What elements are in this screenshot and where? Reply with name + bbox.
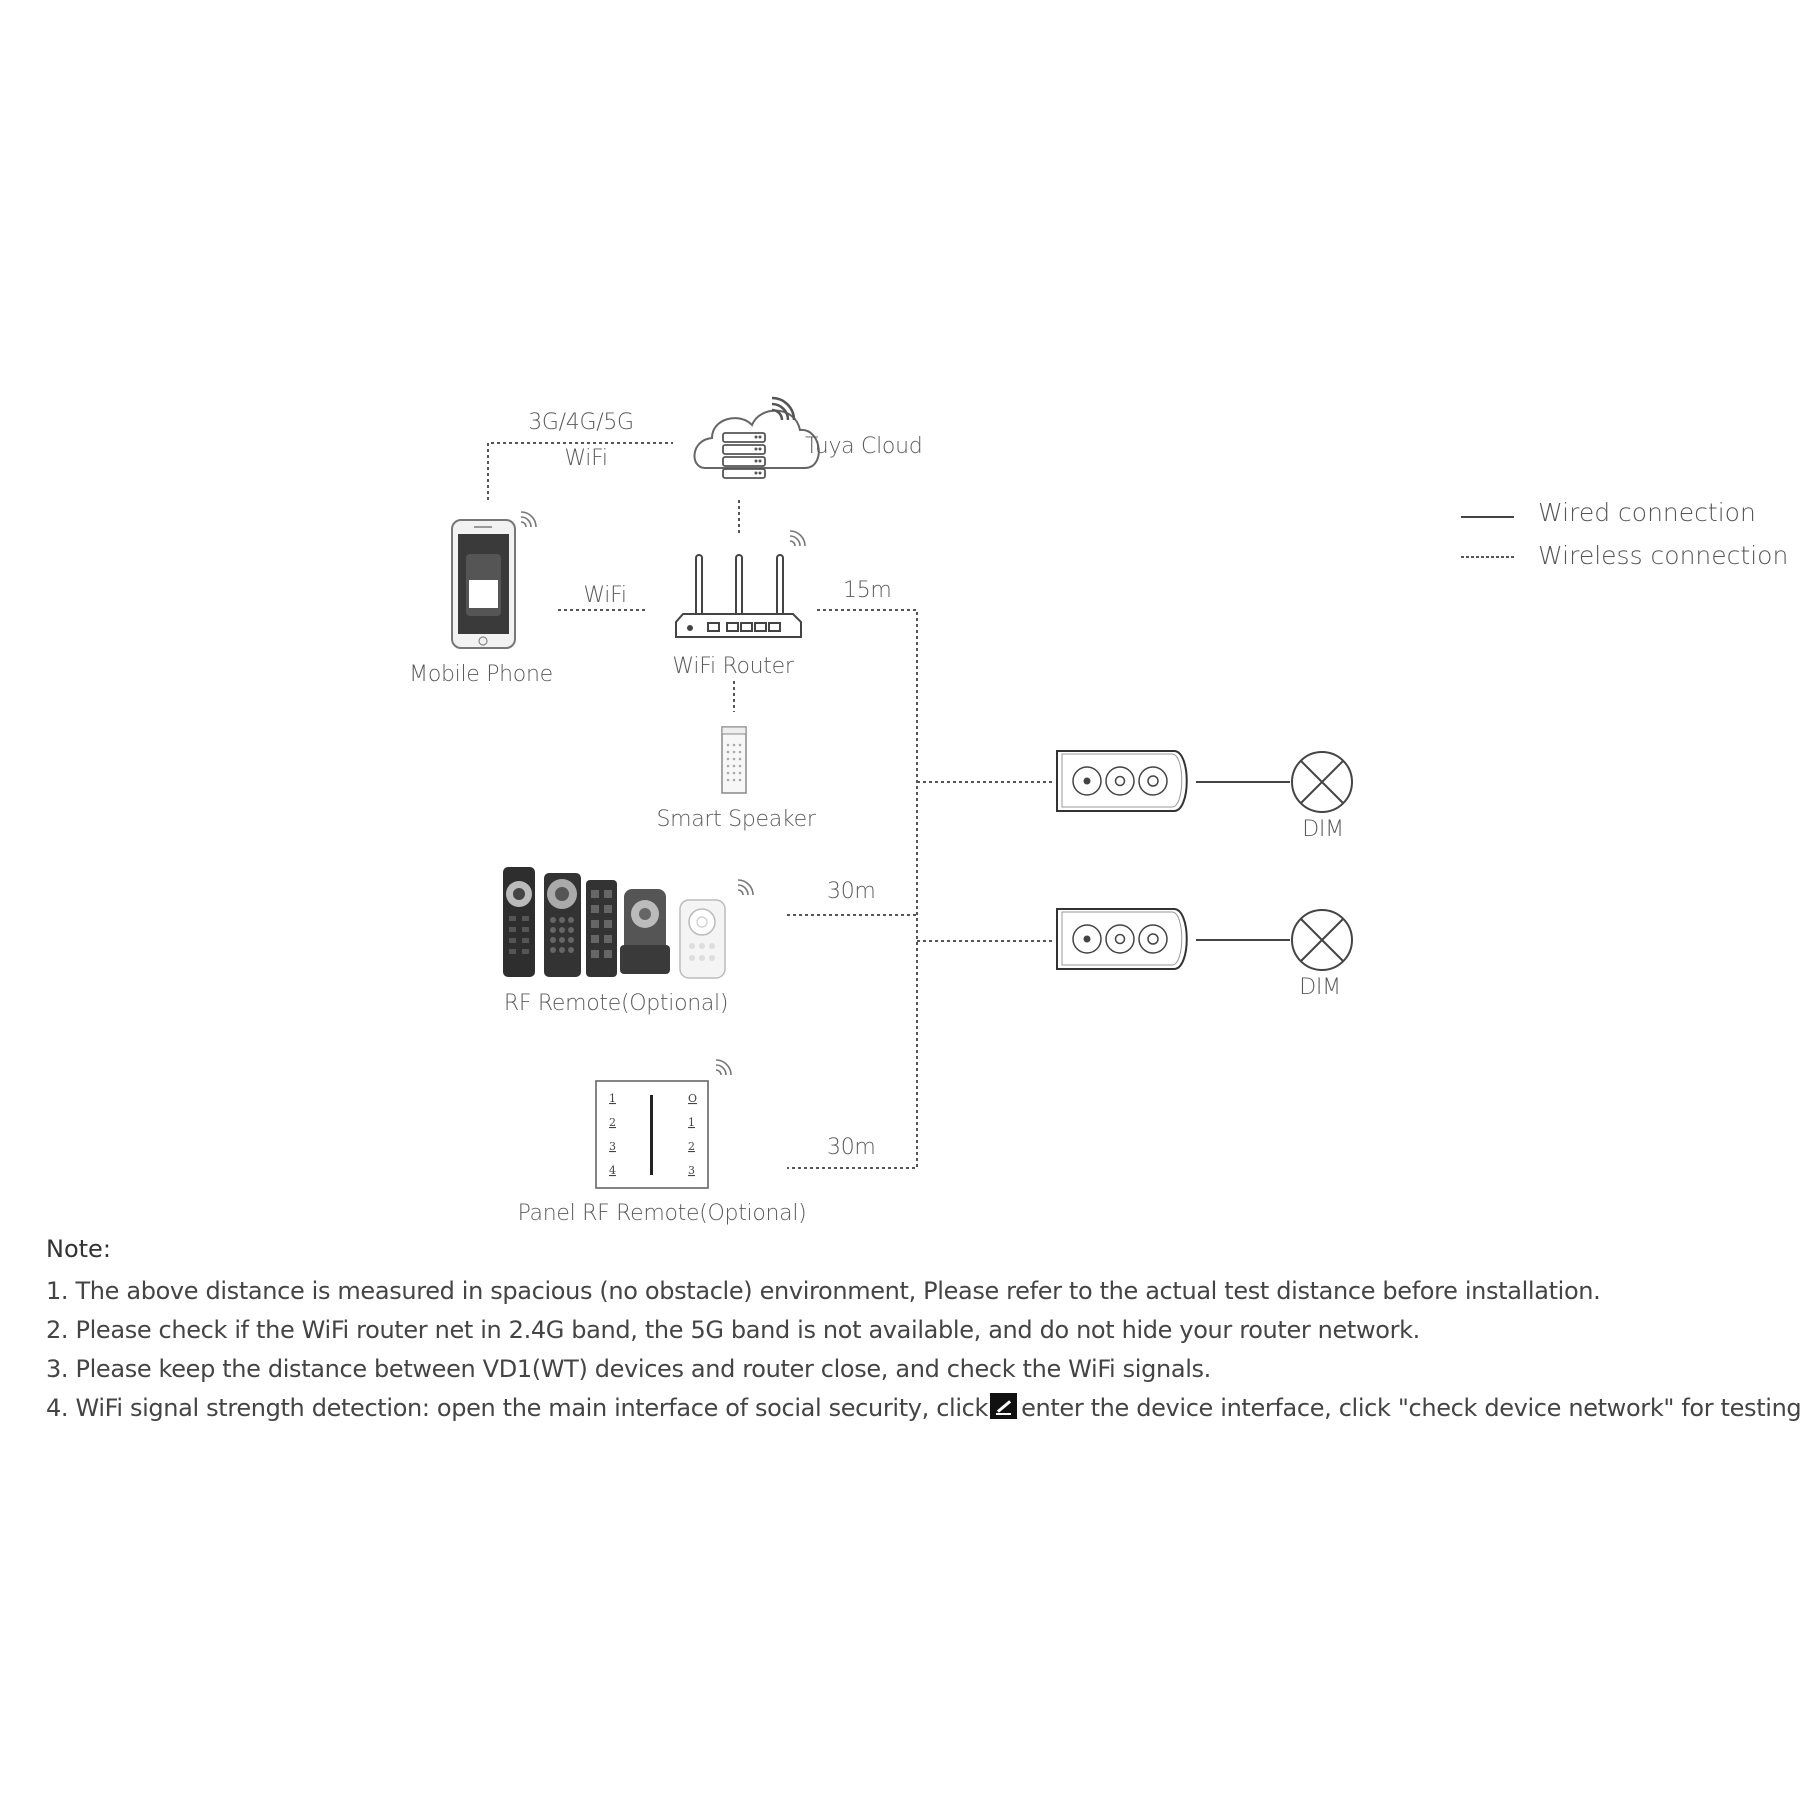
wifi-signal-icon	[771, 396, 796, 421]
notes-title: Note:	[46, 1235, 111, 1263]
rf-remote-icon	[544, 873, 581, 977]
cloud-link-label-network: 3G/4G/5G	[528, 410, 634, 435]
lamp-label: DIM	[1302, 817, 1344, 842]
controller-icon	[1056, 908, 1188, 970]
rf-remote-label: RF Remote(Optional)	[503, 991, 729, 1016]
panel-distance-label: 30m	[827, 1135, 876, 1160]
panel-key-label: 1	[609, 1092, 616, 1105]
rf-remote-icon	[503, 867, 535, 977]
smartphone-icon	[451, 519, 516, 649]
note-line: 3. Please keep the distance between VD1(…	[46, 1355, 1211, 1383]
wifi-signal-icon	[789, 530, 806, 547]
router-label: WiFi Router	[672, 654, 794, 679]
server-icon	[722, 432, 766, 479]
legend-wireless-label: Wireless connection	[1538, 541, 1789, 570]
rf-remote-icon	[679, 899, 726, 979]
rf-remote-icon	[586, 880, 617, 977]
cloud-link-label-wifi: WiFi	[564, 446, 608, 471]
lamp-icon	[1291, 909, 1353, 971]
panel-key-label: 2	[688, 1140, 695, 1153]
cloud-label: Tuya Cloud	[805, 434, 923, 459]
panel-key-label: 1	[688, 1116, 695, 1129]
smart-speaker-icon	[721, 726, 747, 794]
wifi-signal-icon	[715, 1059, 732, 1076]
rf-remote-icon	[620, 889, 670, 974]
speaker-label: Smart Speaker	[656, 807, 816, 832]
panel-key-label: 3	[688, 1164, 695, 1177]
lamp-icon	[1291, 751, 1353, 813]
phone-router-link-label: WiFi	[583, 583, 627, 608]
wired-links	[1196, 781, 1290, 941]
edit-icon	[990, 1393, 1018, 1419]
wifi-signal-icon	[520, 511, 537, 528]
controller-icon	[1056, 750, 1188, 812]
wifi-signal-icon	[737, 879, 754, 896]
cloud-icon	[693, 409, 820, 479]
panel-key-label: 4	[609, 1164, 616, 1177]
note-line4-start: 4. WiFi signal strength detection: open …	[46, 1394, 989, 1422]
note-line4-end: enter the device interface, click "check…	[1021, 1394, 1800, 1422]
legend-wired-label: Wired connection	[1538, 498, 1756, 527]
panel-label: Panel RF Remote(Optional)	[517, 1201, 807, 1226]
link-router-bus	[787, 609, 918, 1169]
note-line: 2. Please check if the WiFi router net i…	[46, 1316, 1420, 1344]
note-line: 1. The above distance is measured in spa…	[46, 1277, 1601, 1305]
panel-key-label: O	[688, 1092, 697, 1105]
panel-key-label: 3	[609, 1140, 616, 1153]
panel-key-label: 2	[609, 1116, 616, 1129]
notes-section: Note: 1. The above distance is measured …	[46, 1235, 1800, 1428]
router-icon	[675, 554, 802, 638]
panel-remote-icon: 1 2 3 4 O 1 2 3	[595, 1080, 709, 1189]
note-line: 4. WiFi signal strength detection: open …	[46, 1389, 1800, 1428]
wireless-links	[487, 442, 1055, 1169]
lamp-label: DIM	[1299, 975, 1341, 1000]
link-phone-cloud	[487, 442, 673, 500]
router-distance-label: 15m	[843, 578, 892, 603]
rf-remote-distance-label: 30m	[827, 879, 876, 904]
phone-label: Mobile Phone	[409, 662, 553, 687]
